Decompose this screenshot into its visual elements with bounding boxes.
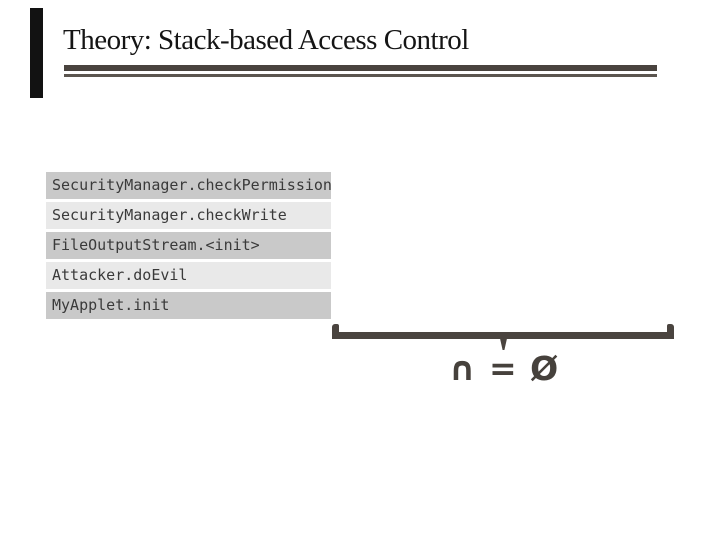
brace-left-end (332, 324, 339, 339)
call-stack-diagram: SecurityManager.checkPermission Security… (46, 172, 331, 322)
stack-frame: Attacker.doEvil (46, 262, 331, 289)
brace-pointer (499, 338, 508, 350)
title-rule-thick (64, 65, 657, 71)
title-rule-thin (64, 74, 657, 77)
slide-corner-mark (30, 8, 43, 98)
intersection-formula: ∩ = Ø (448, 349, 560, 388)
page-title: Theory: Stack-based Access Control (63, 24, 469, 56)
brace-bar (332, 332, 674, 339)
stack-frame: SecurityManager.checkPermission (46, 172, 331, 199)
brace-right-end (667, 324, 674, 339)
stack-frame: FileOutputStream.<init> (46, 232, 331, 259)
stack-frame: MyApplet.init (46, 292, 331, 319)
stack-frame: SecurityManager.checkWrite (46, 202, 331, 229)
